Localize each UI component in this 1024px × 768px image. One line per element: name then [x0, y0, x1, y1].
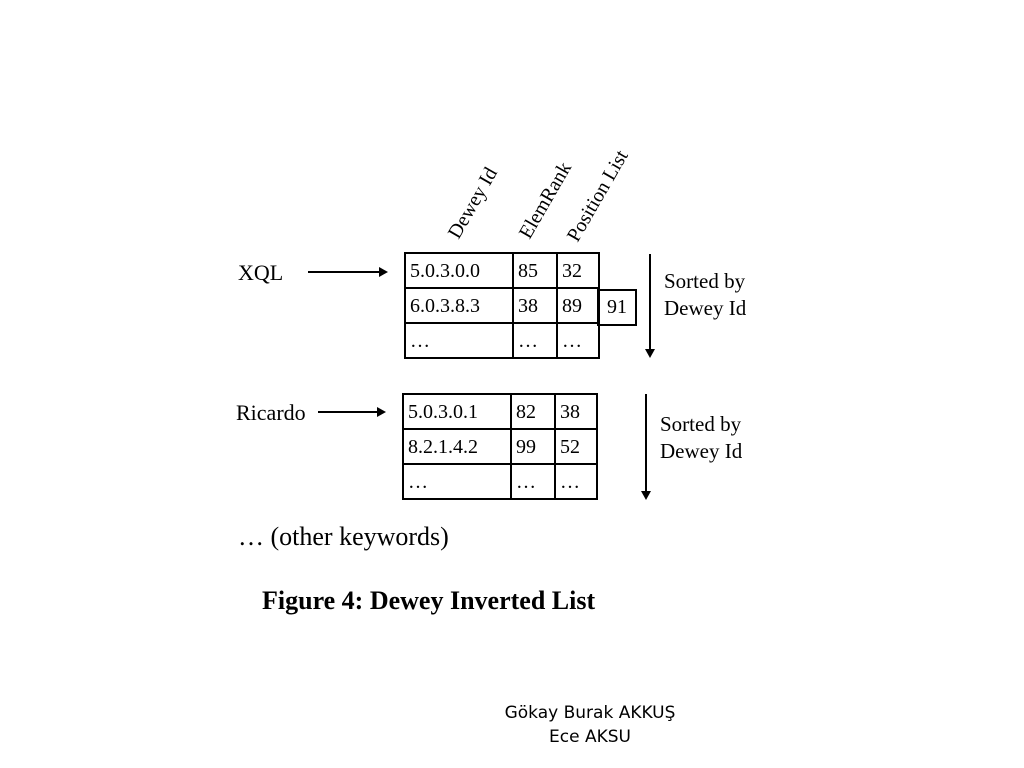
sorted-label-line-2: Dewey Id — [660, 439, 743, 463]
table-row: … … … — [404, 322, 600, 359]
column-header-dewey-id: Dewey Id — [443, 163, 503, 243]
extra-position-cell: 91 — [597, 289, 637, 326]
elemrank-cell: 99 — [510, 428, 556, 465]
sorted-label-xql: Sorted by Dewey Id — [664, 268, 746, 322]
figure-caption: Figure 4: Dewey Inverted List — [262, 586, 596, 615]
sorted-label-line-2: Dewey Id — [664, 296, 747, 320]
elemrank-cell: … — [512, 322, 558, 359]
keyword-ricardo: Ricardo — [236, 400, 306, 425]
position-cell: 32 — [556, 252, 600, 289]
ricardo-pointer-arrow — [318, 407, 386, 417]
elemrank-cell: 82 — [510, 393, 556, 430]
dewey-id-cell: 8.2.1.4.2 — [402, 428, 512, 465]
table-row: 6.0.3.8.3 38 89 — [404, 287, 600, 324]
dewey-id-cell: 5.0.3.0.1 — [402, 393, 512, 430]
position-cell: … — [554, 463, 598, 500]
sorted-label-line-1: Sorted by — [664, 269, 746, 293]
sort-direction-arrow-xql — [645, 254, 655, 358]
table-row: 5.0.3.0.1 82 38 — [402, 393, 598, 430]
elemrank-cell: … — [510, 463, 556, 500]
other-keywords-note: … (other keywords) — [238, 522, 449, 551]
position-cell: 38 — [554, 393, 598, 430]
column-header-position-list: Position List — [562, 146, 633, 246]
position-cell: … — [556, 322, 600, 359]
author-name: Ece AKSU — [549, 727, 631, 747]
inverted-list-ricardo: 5.0.3.0.1 82 38 8.2.1.4.2 99 52 … … … — [402, 393, 598, 500]
dewey-id-cell: … — [402, 463, 512, 500]
table-row: 5.0.3.0.0 85 32 — [404, 252, 600, 289]
author-credits: Gökay Burak AKKUŞ Ece AKSU — [470, 701, 710, 749]
position-cell: 52 — [554, 428, 598, 465]
dewey-id-cell: 6.0.3.8.3 — [404, 287, 514, 324]
table-row: 8.2.1.4.2 99 52 — [402, 428, 598, 465]
keyword-xql: XQL — [238, 260, 284, 285]
elemrank-cell: 85 — [512, 252, 558, 289]
dewey-id-cell: 5.0.3.0.0 — [404, 252, 514, 289]
sorted-label-ricardo: Sorted by Dewey Id — [660, 411, 742, 465]
author-name: Gökay Burak AKKUŞ — [504, 703, 676, 723]
sort-direction-arrow-ricardo — [641, 394, 651, 500]
dewey-id-cell: … — [404, 322, 514, 359]
table-row: … … … — [402, 463, 598, 500]
inverted-list-xql: 5.0.3.0.0 85 32 6.0.3.8.3 38 89 … … … — [404, 252, 600, 359]
elemrank-cell: 38 — [512, 287, 558, 324]
sorted-label-line-1: Sorted by — [660, 412, 742, 436]
xql-pointer-arrow — [308, 267, 388, 277]
position-cell: 89 — [556, 287, 600, 324]
